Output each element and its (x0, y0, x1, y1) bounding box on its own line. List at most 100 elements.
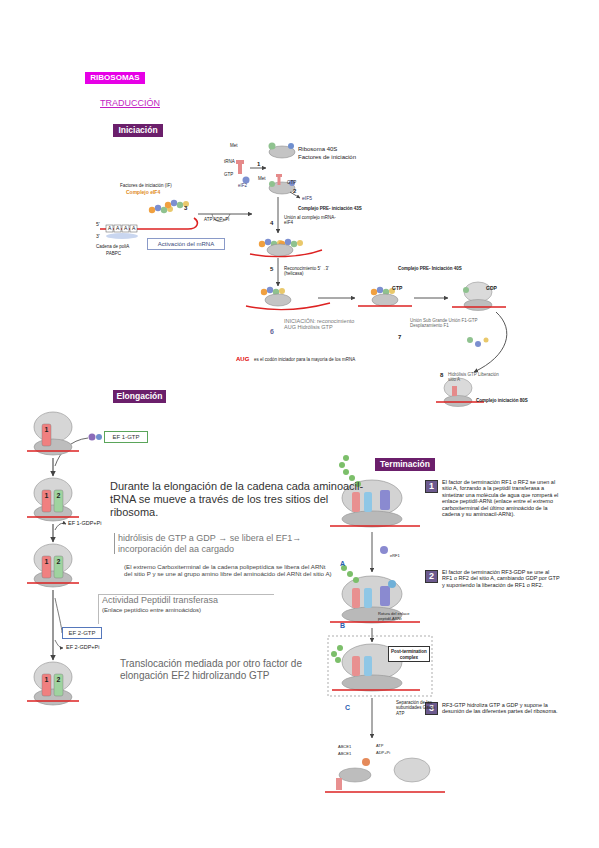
small-subunit (34, 505, 72, 521)
ribosome-shape (33, 660, 73, 708)
flow-arrow (52, 524, 53, 542)
annotation-text: ABCE1 (338, 745, 351, 750)
mrna-strand (27, 516, 79, 518)
elongation-art-part (55, 523, 66, 530)
step-number: 8 (440, 372, 443, 379)
node-text: Terminación (375, 458, 435, 471)
trna-shape (54, 556, 63, 578)
termination-art-part (372, 532, 373, 572)
small-subunit (34, 439, 72, 455)
node-text: 1 (426, 481, 437, 492)
annotation-text: Cadena de poliA (96, 244, 129, 249)
annotation-text: Complejo PRE- iniciación 43S (298, 206, 362, 211)
annotation-text: RF3-GTP hidroliza GTP a GDP y supone la … (442, 702, 560, 715)
initiation-art-part (318, 298, 355, 299)
termination-art-part (332, 689, 420, 691)
initiation-art-part (358, 305, 412, 306)
termination-art-part (330, 525, 420, 527)
step-number: 6 (270, 328, 274, 336)
callout-letter: B (340, 622, 345, 630)
small-subunit (34, 571, 72, 587)
node-text: Actividad Peptidil transferasa (102, 595, 274, 606)
trna-shape (42, 424, 51, 446)
annotation-text: TRADUCCIÓN (100, 98, 160, 109)
annotation-text: hidrólisis de GTP a GDP → se libera el E… (114, 533, 328, 554)
trna-shape (42, 556, 51, 578)
ribosome: 12 (33, 542, 73, 590)
section-band: Elongación (113, 390, 166, 403)
annotation-text: GTP (287, 180, 296, 185)
termination-art-part (353, 577, 359, 583)
termination-art-part (388, 580, 396, 588)
initiation-art-part (463, 287, 469, 293)
step-number: 1 (257, 161, 260, 168)
node-subtext: (Enlace peptídico entre aminoácidos) (102, 606, 274, 614)
callout-letter: A (340, 560, 345, 568)
annotation-text: INICIACIÓN: reconocimiento AUG Hidrólisi… (284, 318, 358, 331)
initiation-art-part (250, 250, 322, 257)
termination-art-part (343, 455, 349, 461)
initiation-art-part (114, 225, 121, 232)
termination-art-part (336, 778, 342, 790)
mrna-strand (27, 582, 79, 584)
callout-letter: 5' (96, 222, 100, 228)
callout-letter: C (345, 704, 350, 712)
trna-number: 2 (54, 492, 63, 500)
initiation-art-part (484, 338, 489, 343)
section-band: Terminación (375, 458, 435, 471)
large-subunit (34, 544, 72, 574)
initiation-art-part (243, 177, 250, 184)
callout-letter: A (124, 226, 127, 232)
annotation-text: eRF1 (390, 554, 400, 559)
initiation-art-part (267, 244, 293, 256)
initiation-art-part (198, 214, 252, 215)
initiation-art-part (250, 168, 266, 169)
elongation-art (55, 434, 102, 649)
initiation-art-part (106, 225, 113, 232)
annotation-text: Met (230, 143, 238, 148)
initiation-art-part (414, 298, 448, 299)
node-text: Elongación (113, 390, 166, 403)
trna-number: 1 (42, 558, 51, 566)
initiation-art-part (475, 341, 481, 347)
initiation-art-part (278, 197, 279, 233)
annotation-text: Met (258, 176, 266, 181)
ribosome: 12 (33, 660, 73, 708)
annotation-text: GDP (486, 286, 497, 292)
annotation-text: El factor de terminación RF1 o RF2 se un… (442, 479, 560, 518)
annotation-text: PABPC (106, 251, 121, 256)
step-box: 1 (425, 480, 438, 493)
annotation-text: ADP+Pi (376, 751, 390, 756)
ribosome: 12 (33, 476, 73, 524)
annotation-text: ATP ADP+Pi (204, 217, 229, 222)
annotation-text: Unión al complejo mRNA-eIF4 (284, 215, 344, 226)
title-band: RIBOSOMAS (85, 72, 145, 84)
step-number: 3 (184, 205, 187, 212)
callout-letter: 3' (96, 234, 100, 240)
ribosome-shape (33, 410, 73, 458)
trna-shape (54, 674, 63, 696)
ribosome: 1 (33, 410, 73, 458)
step-number: 4 (270, 220, 273, 227)
termination-art-part (372, 628, 373, 642)
node-text: Activación del mRNA (148, 239, 224, 249)
termination-art-part (337, 645, 343, 651)
termination-art-part (335, 657, 341, 663)
initiation-art-part (236, 160, 244, 174)
initiation-art (100, 143, 507, 407)
annotation-text: Ribosoma 40S (298, 146, 337, 153)
termination-art-part (339, 462, 345, 468)
initiation-art-part (265, 294, 291, 306)
trna-number: 2 (54, 676, 63, 684)
initiation-art-part (276, 174, 282, 185)
step-box: 2 (425, 570, 438, 583)
annotation-text: Complejo eIF4 (126, 190, 160, 196)
initiation-art-part (474, 312, 507, 372)
large-subunit (34, 662, 72, 692)
annotation-text: El factor de terminación RF3-GDP se une … (442, 569, 560, 588)
annotation-text: EF 1-GDP+Pi (68, 520, 101, 526)
annotation-text: (El extremo Carboxiterminal de la cadena… (124, 563, 334, 578)
trna-number: 2 (54, 558, 63, 566)
